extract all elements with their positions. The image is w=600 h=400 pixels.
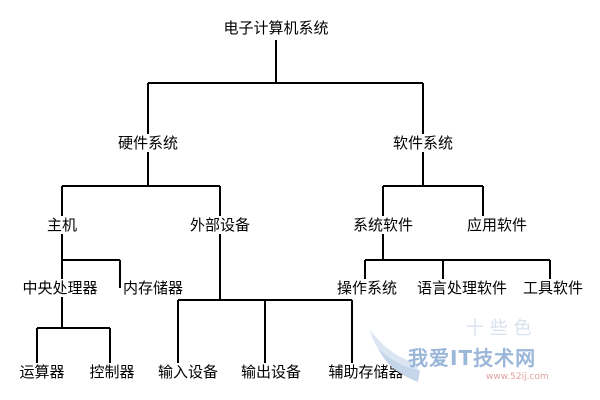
node-auxiliary-storage: 辅助存储器 xyxy=(327,363,405,381)
node-output-device: 输出设备 xyxy=(239,363,303,381)
node-controller: 控制器 xyxy=(88,363,136,381)
node-peripheral: 外部设备 xyxy=(188,216,252,234)
node-software: 软件系统 xyxy=(391,134,455,152)
node-operating-system: 操作系统 xyxy=(335,279,399,297)
node-root: 电子计算机系统 xyxy=(222,19,330,37)
node-cpu: 中央处理器 xyxy=(21,279,99,297)
watermark-site-url: www.52ij.com xyxy=(486,372,549,382)
watermark-faint-text: 十 些 色 xyxy=(466,318,532,339)
node-memory: 内存储器 xyxy=(121,279,185,297)
node-input-device: 输入设备 xyxy=(156,363,220,381)
node-tool-software: 工具软件 xyxy=(521,279,585,297)
watermark-site-name: 我爱IT技术网 xyxy=(408,346,537,370)
node-host: 主机 xyxy=(45,216,79,234)
node-application-software: 应用软件 xyxy=(465,216,529,234)
node-alu: 运算器 xyxy=(18,363,66,381)
node-system-software: 系统软件 xyxy=(351,216,415,234)
node-language-software: 语言处理软件 xyxy=(415,279,509,297)
wing-logo-icon xyxy=(370,330,420,382)
site-watermark: 十 些 色 我爱IT技术网 www.52ij.com xyxy=(366,314,596,394)
node-hardware: 硬件系统 xyxy=(116,134,180,152)
